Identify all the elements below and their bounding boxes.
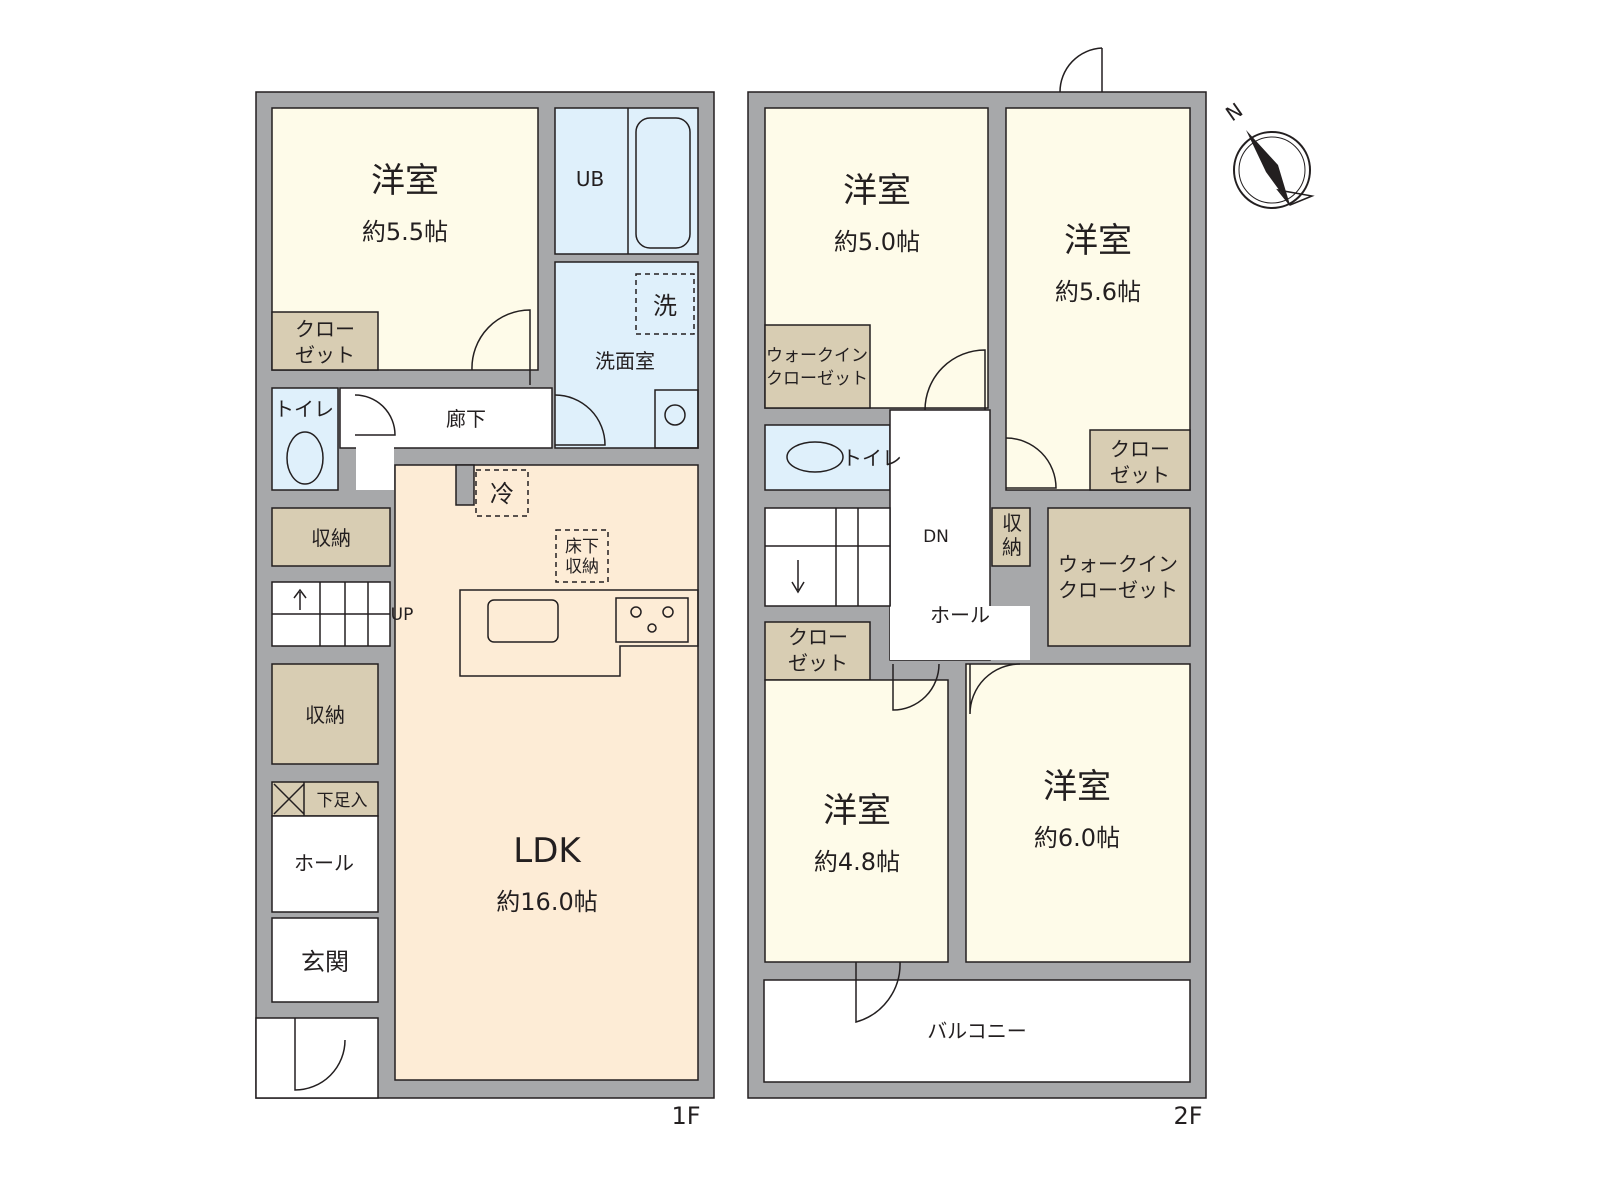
toilet-label: トイレ <box>274 397 334 421</box>
storage-label: 納 <box>1002 535 1022 559</box>
front-door-swing <box>294 1018 346 1091</box>
western-room-2f-c <box>764 679 949 963</box>
toilet-icon <box>286 431 324 485</box>
compass-icon: N <box>1221 98 1315 209</box>
room-size: 約5.6帖 <box>1055 278 1141 306</box>
storage-2f <box>991 507 1031 567</box>
toilet-2f <box>764 424 891 491</box>
walk-in-closet-2 <box>1047 507 1191 647</box>
stairs-up-label: UP <box>391 605 414 625</box>
corridor-label: 廊下 <box>446 407 486 431</box>
balcony <box>763 979 1191 1083</box>
toilet-label: トイレ <box>842 446 902 470</box>
door-swing <box>471 309 531 385</box>
door-swing <box>1059 47 1103 93</box>
storage-label: 収 <box>1002 511 1022 535</box>
door-swing <box>554 394 606 446</box>
hall-label: ホール <box>294 851 354 875</box>
room-name: 洋室 <box>1043 767 1111 807</box>
closet-label: ゼット <box>1110 463 1170 487</box>
hall-1f <box>271 815 379 913</box>
kitchen-counter <box>459 589 699 677</box>
fridge-label: 冷 <box>490 480 514 508</box>
floor-label: 1F <box>671 1102 700 1130</box>
door-swing <box>855 961 901 1023</box>
washroom-label: 洗面室 <box>595 349 655 373</box>
closet-label: クロー <box>788 625 848 649</box>
floor-1: 洋室 約5.5帖 クロー ゼット UB 洗 洗面室 トイレ 廊下 冷 床下 収納… <box>255 91 715 1130</box>
storage-label: 収納 <box>305 703 345 727</box>
ldk-size: 約16.0帖 <box>496 888 597 916</box>
toilet-icon <box>786 441 844 473</box>
toilet-1f <box>271 387 339 491</box>
washer-label: 洗 <box>653 292 677 320</box>
closet-1f <box>271 311 379 371</box>
arrow-up-icon <box>293 588 307 610</box>
stairs-2f <box>764 507 891 607</box>
western-room-2f-b <box>1005 107 1191 491</box>
storage-1f-1 <box>271 507 391 567</box>
underfloor-label: 床下 <box>565 537 599 557</box>
ub-label: UB <box>576 167 604 191</box>
balcony-label: バルコニー <box>927 1019 1027 1043</box>
underfloor-label: 収納 <box>565 557 599 577</box>
wic-label: ウォークイン <box>766 346 868 366</box>
washer-space <box>635 273 695 335</box>
closet-2f-2 <box>764 621 871 681</box>
door-swing <box>1005 437 1057 489</box>
room-name: 洋室 <box>371 161 439 201</box>
stove-icon <box>615 597 689 643</box>
door-swing <box>892 663 940 711</box>
entrance-label: 玄関 <box>301 948 349 976</box>
sink-icon <box>654 389 699 449</box>
ldk <box>394 464 699 1081</box>
entrance <box>271 917 379 1003</box>
ldk-label: LDK <box>513 831 582 871</box>
floor-2: 洋室 約5.0帖 洋室 約5.6帖 洋室 約4.8帖 洋室 約6.0帖 ウォーク… <box>747 47 1207 1130</box>
storage-label: 収納 <box>311 526 351 550</box>
door-swing <box>969 663 1021 715</box>
stairs-down-label: DN <box>923 527 949 547</box>
room-name: 洋室 <box>823 791 891 831</box>
underfloor-storage <box>555 529 609 583</box>
closet-2f-1 <box>1089 429 1191 491</box>
fridge-space <box>475 469 529 517</box>
closet-label: ゼット <box>788 651 848 675</box>
walk-in-closet-1 <box>764 324 871 409</box>
room-size: 約4.8帖 <box>814 848 900 876</box>
floor-label: 2F <box>1173 1102 1202 1130</box>
closet-label: クロー <box>295 317 355 341</box>
door-swing <box>354 394 396 436</box>
wic-label: ウォークイン <box>1058 552 1178 576</box>
kitchen-sink-icon <box>487 599 559 643</box>
wic-label: クローゼット <box>766 369 868 389</box>
shoe-storage-label: 下足入 <box>317 791 368 811</box>
wic-label: クローゼット <box>1058 578 1178 602</box>
room-name: 洋室 <box>843 171 911 211</box>
room-size: 約6.0帖 <box>1034 824 1120 852</box>
closet-label: クロー <box>1110 437 1170 461</box>
arrow-down-icon <box>791 560 805 594</box>
hall-label: ホール <box>930 603 990 627</box>
door-swing <box>924 349 986 411</box>
room-size: 約5.0帖 <box>834 228 920 256</box>
entry-porch <box>255 1017 379 1099</box>
unit-bath <box>554 107 699 255</box>
room-size: 約5.5帖 <box>362 218 448 246</box>
washroom <box>554 261 699 449</box>
western-room-2f-d <box>965 663 1191 963</box>
closet-label: ゼット <box>295 343 355 367</box>
room-name: 洋室 <box>1064 221 1132 261</box>
storage-1f-2 <box>271 663 379 765</box>
north-label: N <box>1221 98 1247 126</box>
corridor <box>339 387 553 449</box>
bathtub-icon <box>635 117 691 249</box>
